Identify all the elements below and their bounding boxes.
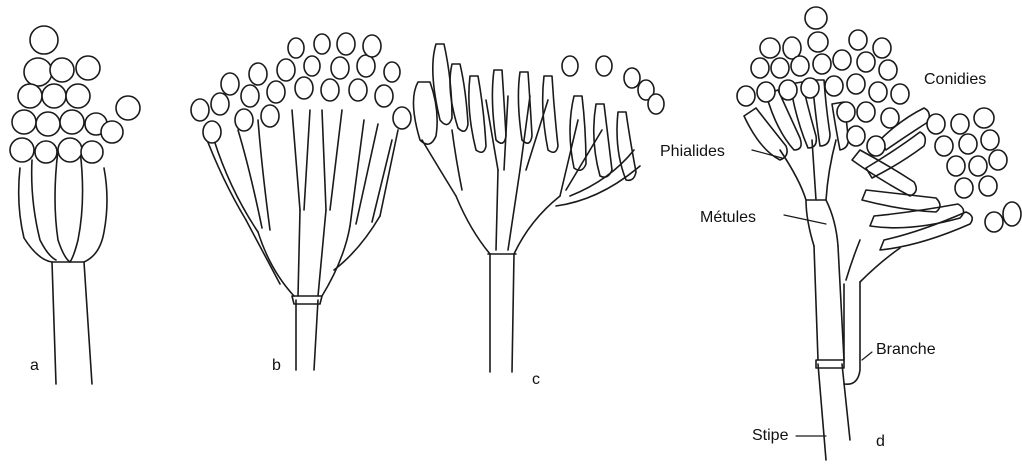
label-stipe: Stipe xyxy=(752,427,789,444)
phialides-d xyxy=(744,80,972,250)
phialides-c xyxy=(413,44,664,180)
label-branche: Branche xyxy=(876,341,936,358)
panel-label-c: c xyxy=(532,371,540,388)
conidia-chains-d xyxy=(737,7,1021,232)
conidiophore-b xyxy=(191,33,411,370)
panel-label-b: b xyxy=(272,357,281,374)
panel-label-a: a xyxy=(30,357,39,374)
label-metules: Métules xyxy=(700,209,756,226)
label-conidies: Conidies xyxy=(924,71,986,88)
panel-label-d: d xyxy=(876,433,885,450)
conidiophore-c xyxy=(413,44,664,372)
leader-lines xyxy=(752,150,872,436)
conidia-cluster-a xyxy=(10,26,140,163)
conidiophore-a xyxy=(10,26,140,384)
label-phialides: Phialides xyxy=(660,143,725,160)
